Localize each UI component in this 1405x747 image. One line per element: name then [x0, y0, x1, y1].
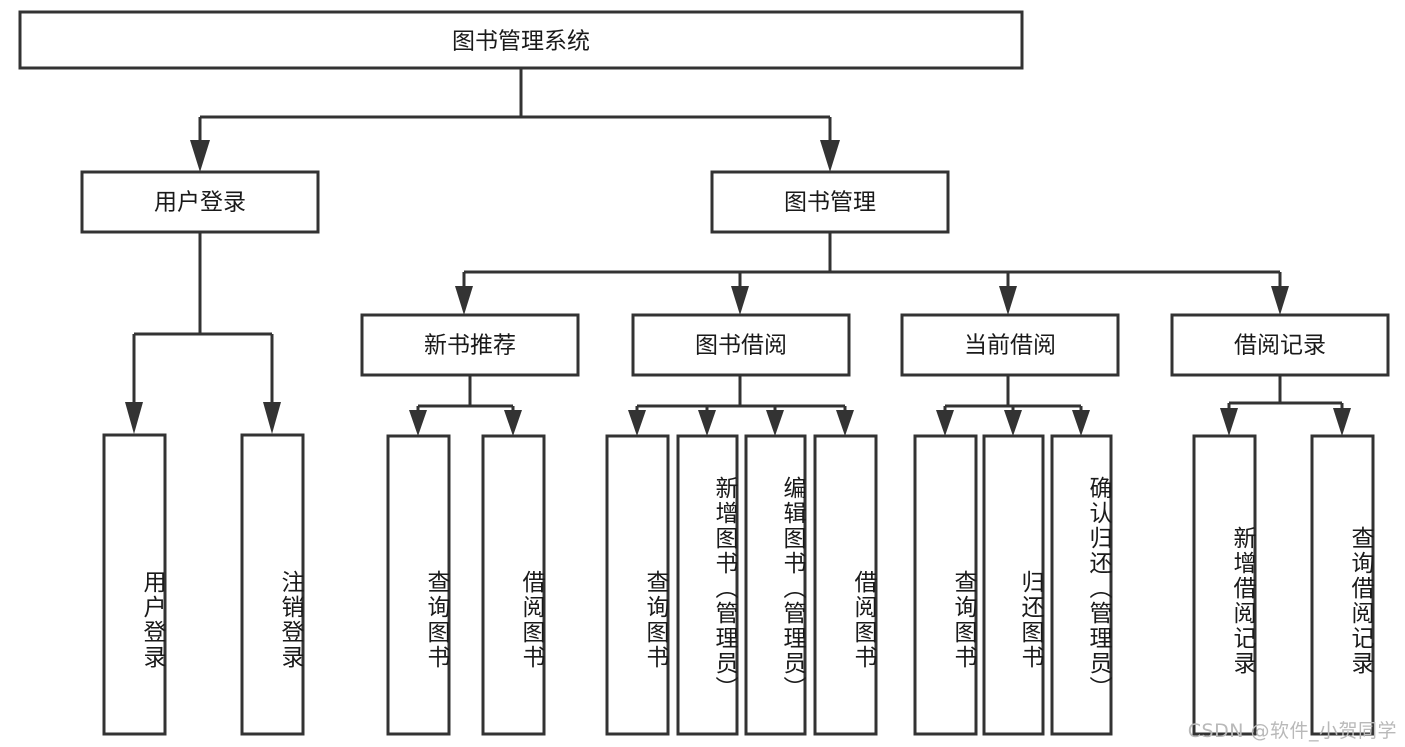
arrow-cb-to-leaf1: [936, 410, 954, 436]
node-box-leaf-query-book-1[interactable]: [386, 434, 451, 736]
node-label-user-login: 用户登录: [154, 190, 246, 216]
arrow-bb-to-leaf1: [628, 410, 646, 436]
node-box-leaf-confirm-return[interactable]: [1050, 434, 1113, 736]
node-box-leaf-logout-login[interactable]: [240, 433, 305, 736]
node-box-leaf-query-record[interactable]: [1310, 434, 1375, 736]
arrow-bm-to-current-borrow: [999, 286, 1017, 315]
arrow-bb-to-leaf4: [836, 410, 854, 436]
arrow-bm-to-book-borrow: [731, 286, 749, 315]
arrow-br-to-leaf2: [1333, 408, 1351, 436]
node-box-leaf-add-book[interactable]: [676, 434, 739, 736]
arrow-ul-to-leaf1: [125, 402, 143, 434]
node-label-current-borrow: 当前借阅: [964, 333, 1056, 359]
node-box-root[interactable]: [18, 10, 1024, 70]
arrow-br-to-leaf1: [1220, 408, 1238, 436]
node-label-root: 图书管理系统: [452, 29, 590, 55]
arrow-nbr-to-leaf1: [409, 410, 427, 436]
arrow-cb-to-leaf2: [1004, 410, 1022, 436]
arrow-root-to-book-management: [820, 140, 840, 172]
csdn-watermark: CSDN @软件_小贺同学: [1187, 720, 1397, 742]
node-box-leaf-edit-book[interactable]: [744, 434, 807, 736]
node-box-book-borrow[interactable]: [631, 313, 851, 377]
node-box-borrow-record[interactable]: [1170, 313, 1390, 377]
node-label-borrow-record: 借阅记录: [1234, 333, 1326, 359]
node-box-user-login[interactable]: [80, 170, 320, 234]
arrow-bm-to-borrow-record: [1271, 286, 1289, 315]
arrow-bb-to-leaf3: [766, 410, 784, 436]
node-box-leaf-borrow-book-1[interactable]: [481, 434, 546, 736]
connector-layer: [125, 68, 1351, 436]
arrow-cb-to-leaf3: [1072, 410, 1090, 436]
node-box-leaf-add-record[interactable]: [1192, 434, 1257, 736]
node-box-leaf-return-book[interactable]: [982, 434, 1045, 736]
node-label-book-management: 图书管理: [784, 190, 876, 216]
arrow-ul-to-leaf2: [263, 402, 281, 434]
node-label-new-book-recommend: 新书推荐: [424, 333, 516, 359]
node-layer: 图书管理系统 用户登录 图书管理 新书推荐 图书借阅 当前借阅 借阅记录: [18, 10, 1390, 736]
arrow-bb-to-leaf2: [698, 410, 716, 436]
node-box-book-management[interactable]: [710, 170, 950, 234]
node-box-leaf-borrow-book-2[interactable]: [813, 434, 878, 736]
node-box-leaf-user-login[interactable]: [102, 433, 167, 736]
node-box-current-borrow[interactable]: [900, 313, 1120, 377]
arrow-bm-to-new-book: [455, 286, 473, 315]
arrow-nbr-to-leaf2: [504, 410, 522, 436]
arrow-root-to-user-login: [190, 140, 210, 172]
node-box-leaf-query-book-2[interactable]: [605, 434, 670, 736]
node-box-leaf-query-book-3[interactable]: [913, 434, 978, 736]
node-box-new-book-recommend[interactable]: [360, 313, 580, 377]
node-label-book-borrow: 图书借阅: [695, 333, 787, 359]
